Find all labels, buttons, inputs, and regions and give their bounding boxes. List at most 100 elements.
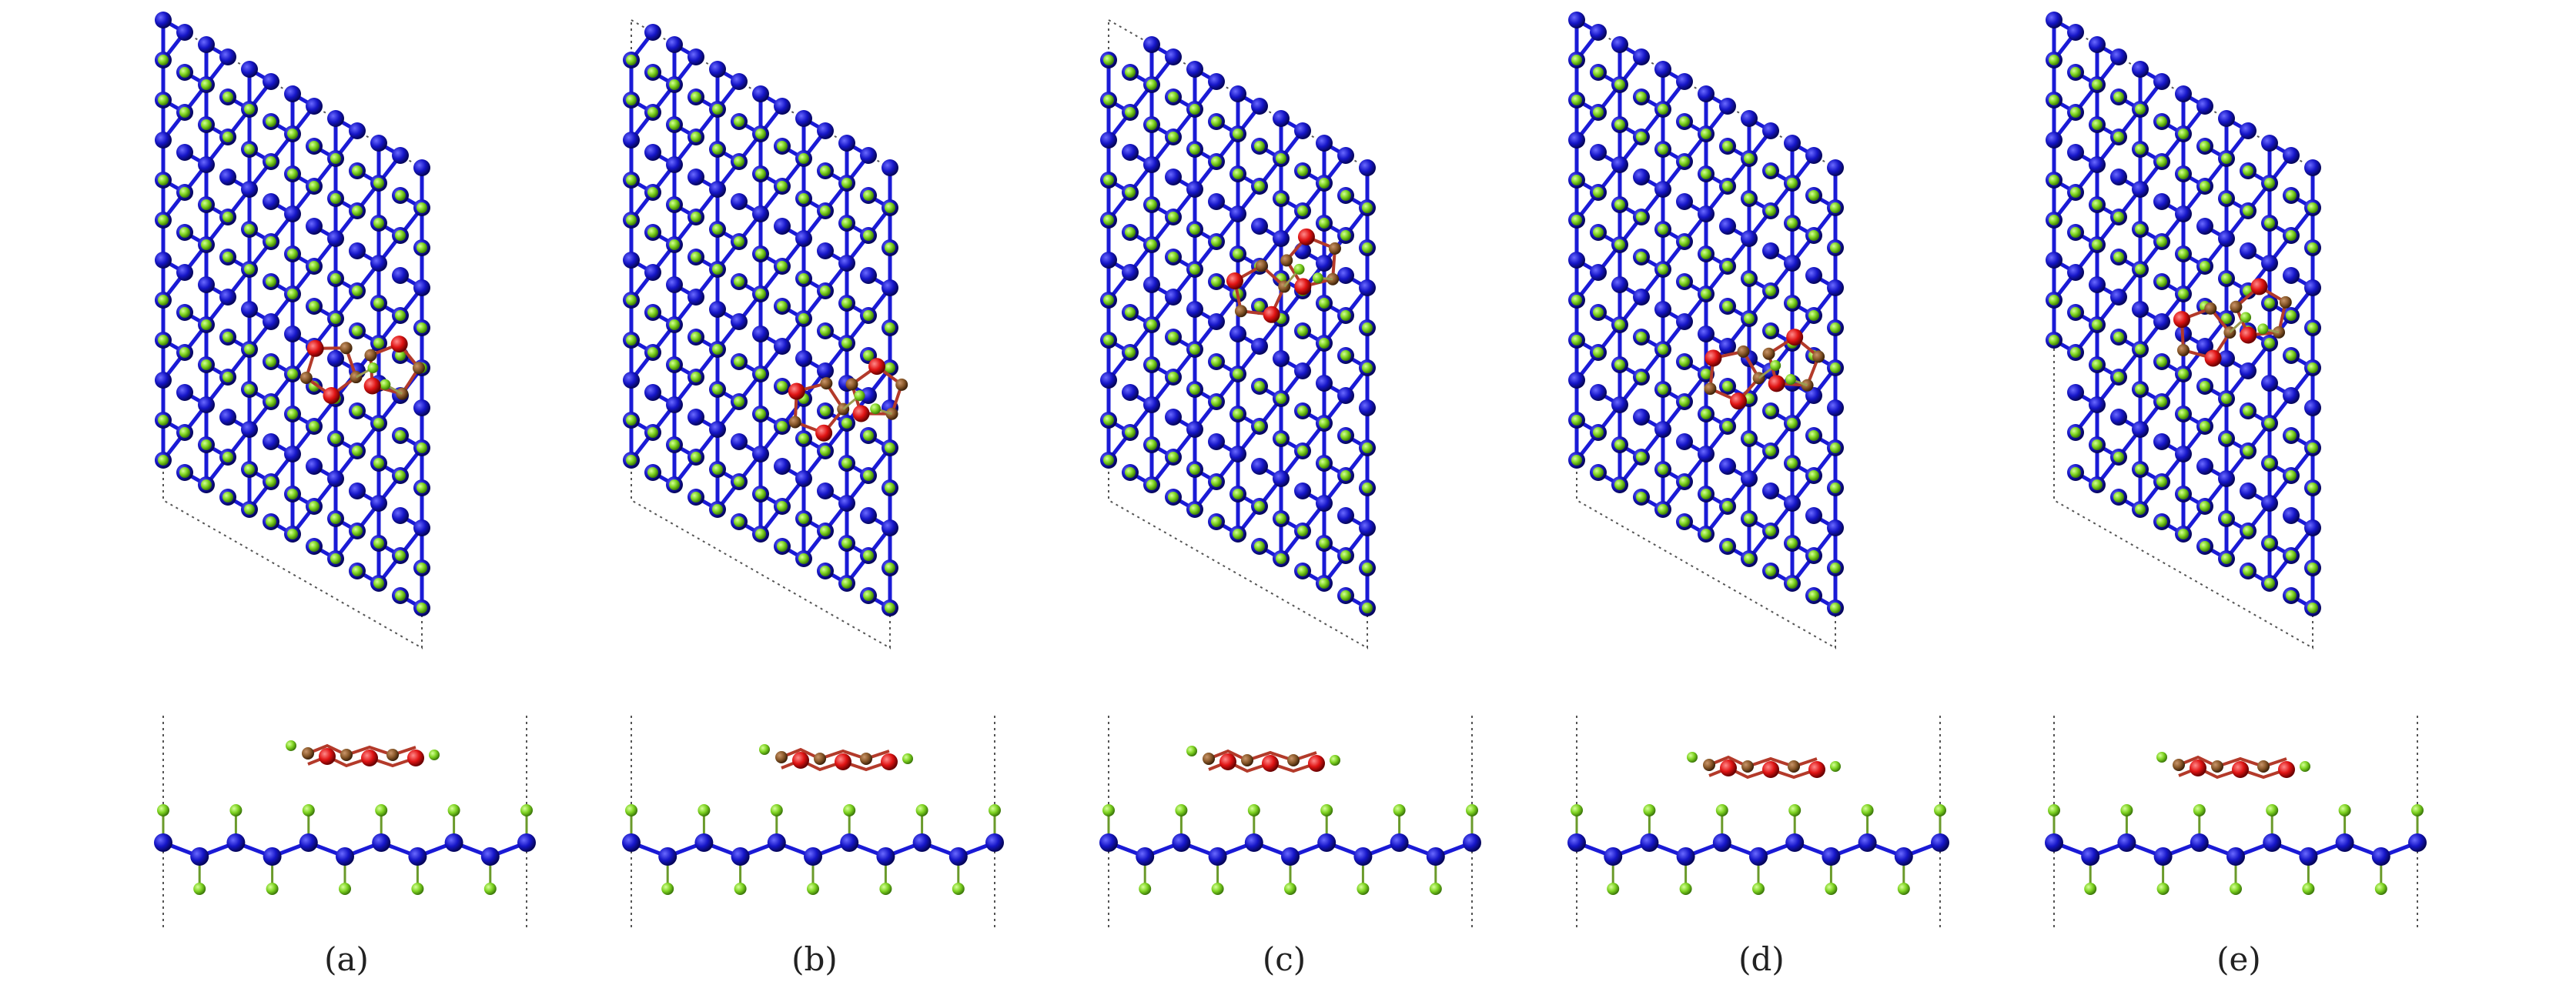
- hydrogen-atom: [1125, 227, 1136, 238]
- lattice-atom: [1827, 159, 1844, 176]
- top-view-2: [1100, 18, 1376, 649]
- hydrogen-atom: [820, 205, 831, 216]
- hydrogen-atom: [2178, 289, 2189, 299]
- hydrogen-atom: [2264, 338, 2275, 349]
- hydrogen-atom: [1614, 79, 1625, 90]
- hydrogen-atom: [1701, 249, 1711, 259]
- hydrogen-atom: [885, 322, 895, 333]
- lattice-atom: [1122, 144, 1139, 161]
- hydrogen-atom: [2307, 482, 2318, 493]
- hydrogen-atom: [1340, 430, 1351, 441]
- lattice-atom: [2261, 135, 2278, 152]
- hydrogen-atom: [1701, 289, 1711, 299]
- hydrogen-atom: [841, 578, 852, 589]
- hydrogen-atom: [1658, 464, 1668, 475]
- hydrogen-atom: [1687, 752, 1698, 763]
- lattice-atom: [176, 384, 193, 401]
- hydrogen-atom: [266, 476, 276, 487]
- lattice-atom: [1590, 264, 1607, 281]
- hydrogen-atom: [798, 433, 809, 444]
- lattice-atom: [817, 122, 834, 139]
- lattice-atom: [2046, 252, 2062, 269]
- hydrogen-atom: [2070, 427, 2081, 438]
- lattice-atom: [1611, 36, 1628, 53]
- hydrogen-atom: [2243, 526, 2253, 536]
- hydrogen-atom: [712, 264, 723, 275]
- hydrogen-atom: [1571, 804, 1583, 816]
- hydrogen-atom: [1571, 215, 1582, 225]
- hydrogen-atom: [2307, 202, 2318, 213]
- lattice-atom: [2196, 458, 2213, 475]
- hydrogen-atom: [1362, 202, 1373, 213]
- lattice-atom: [666, 276, 683, 293]
- hydrogen-atom: [854, 390, 865, 402]
- hydrogen-atom: [1297, 406, 1308, 416]
- lattice-atom: [1719, 458, 1736, 475]
- hydrogen-atom: [1722, 141, 1733, 152]
- hydrogen-atom: [2286, 430, 2297, 441]
- carbon-atom: [820, 377, 833, 390]
- hydrogen-atom: [244, 104, 255, 115]
- lattice-atom: [1122, 264, 1139, 281]
- lattice-atom: [2110, 409, 2127, 426]
- hydrogen-atom: [1103, 415, 1114, 426]
- carbon-atom: [299, 371, 313, 384]
- hydrogen-atom: [373, 578, 384, 589]
- lattice-atom: [299, 833, 318, 852]
- hydrogen-atom: [691, 332, 701, 342]
- hydrogen-atom: [2264, 458, 2275, 469]
- carbon-atom: [1788, 760, 1800, 773]
- hydrogen-atom: [820, 446, 831, 456]
- lattice-atom: [2153, 73, 2170, 90]
- lattice-atom: [2132, 421, 2149, 438]
- lattice-atom: [2304, 399, 2321, 416]
- lattice-atom: [327, 470, 344, 487]
- hydrogen-atom: [1362, 362, 1373, 373]
- lattice-atom: [1316, 135, 1333, 152]
- panel-label-a: (a): [324, 940, 369, 978]
- hydrogen-atom: [373, 418, 384, 429]
- hydrogen-atom: [669, 239, 680, 250]
- hydrogen-atom: [1247, 804, 1260, 816]
- hydrogen-atom: [1701, 169, 1711, 179]
- lattice-atom: [731, 433, 748, 450]
- hydrogen-atom: [1636, 452, 1647, 462]
- hydrogen-atom: [712, 344, 723, 355]
- lattice-atom: [1136, 847, 1155, 866]
- lattice-atom: [1741, 110, 1758, 127]
- hydrogen-atom: [2286, 470, 2297, 481]
- hydrogen-atom: [2049, 295, 2059, 306]
- oxygen-atom: [1262, 755, 1279, 772]
- hydrogen-atom: [885, 603, 895, 613]
- hydrogen-atom: [352, 165, 363, 176]
- lattice-atom: [263, 847, 282, 866]
- lattice-atom: [795, 110, 812, 127]
- lattice-atom: [1208, 433, 1225, 450]
- lattice-atom: [1186, 61, 1203, 78]
- hydrogen-atom: [373, 178, 384, 189]
- hydrogen-atom: [2307, 322, 2318, 333]
- hydrogen-atom: [841, 218, 852, 229]
- hydrogen-atom: [1679, 356, 1690, 367]
- lattice-atom: [2335, 833, 2354, 852]
- lattice-atom: [1359, 159, 1376, 176]
- hydrogen-atom: [1189, 504, 1200, 515]
- oxygen-atom: [868, 358, 886, 376]
- hydrogen-atom: [2240, 312, 2252, 323]
- hydrogen-atom: [698, 804, 711, 816]
- lattice-atom: [666, 396, 683, 413]
- hydrogen-atom: [287, 369, 298, 379]
- hydrogen-atom: [1146, 359, 1157, 370]
- hydrogen-atom: [1276, 393, 1286, 404]
- hydrogen-atom: [1297, 446, 1308, 456]
- hydrogen-atom: [1233, 529, 1243, 539]
- hydrogen-atom: [244, 344, 255, 355]
- lattice-atom: [370, 495, 387, 512]
- lattice-atom: [1359, 279, 1376, 296]
- hydrogen-atom: [1787, 578, 1798, 589]
- hydrogen-atom: [1607, 883, 1620, 895]
- lattice-atom: [1858, 833, 1877, 852]
- lattice-atom: [2117, 833, 2136, 852]
- hydrogen-atom: [2286, 550, 2297, 561]
- lattice-atom: [1463, 833, 1481, 852]
